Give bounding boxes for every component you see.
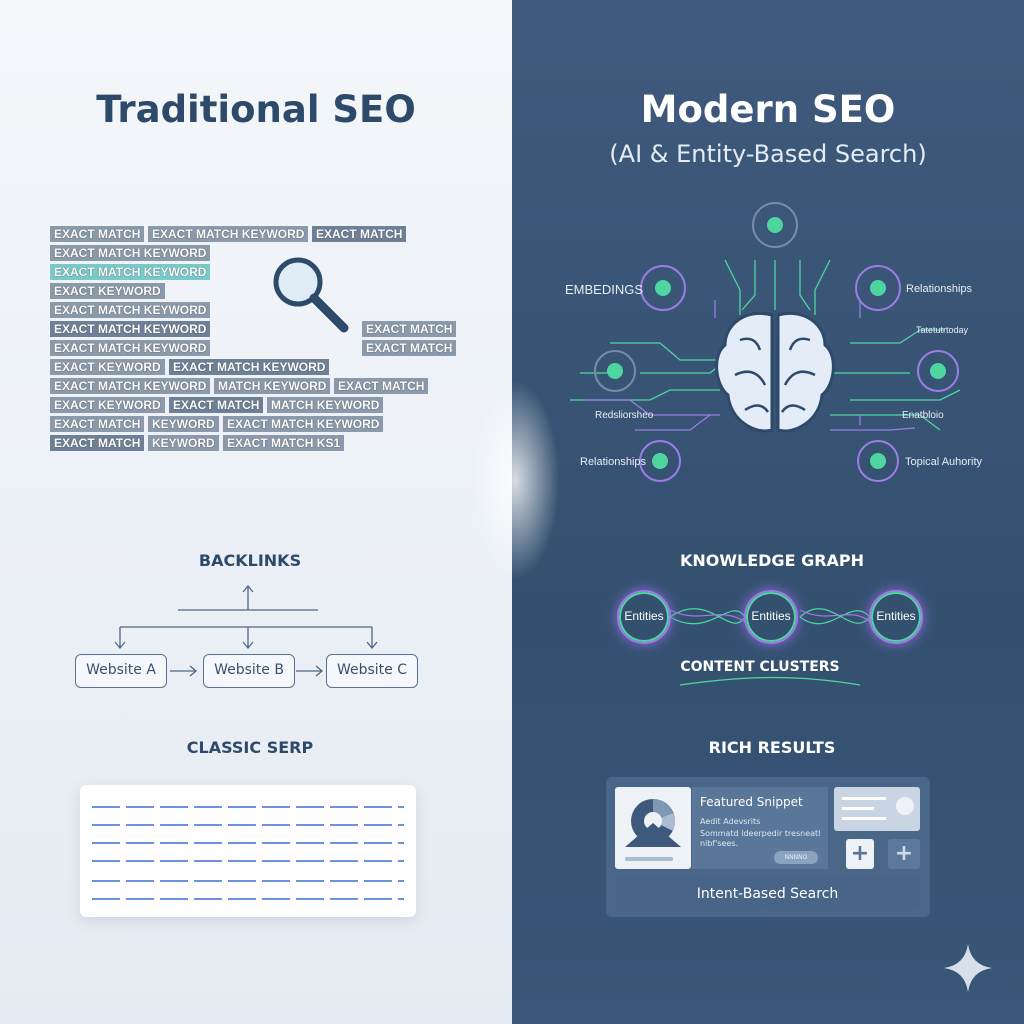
backlinks-title: BACKLINKS — [198, 551, 302, 570]
arrow-a-to-b — [170, 665, 198, 677]
snippet-button[interactable]: NNNNO — [774, 851, 818, 864]
brain-label-embeddings: EMBEDINGS — [565, 282, 644, 297]
keyword-tag: EXACT MATCH — [312, 226, 407, 242]
keyword-tag: EXACT MATCH — [169, 397, 264, 413]
arrow-b-to-c — [296, 665, 324, 677]
chart-thumbnail-icon — [625, 799, 681, 861]
brain-label-5: Enatbloio — [902, 410, 944, 421]
keyword-tag: KEYWORD — [148, 416, 219, 432]
keyword-tag: EXACT KEYWORD — [50, 397, 165, 413]
keyword-tag: EXACT MATCH — [50, 435, 145, 451]
keyword-tag: EXACT MATCH KEYWORD — [50, 264, 211, 280]
modern-seo-subtitle: (AI & Entity-Based Search) — [609, 140, 927, 168]
keyword-tag: EXACT MATCH KEYWORD — [169, 359, 330, 375]
keyword-tag: EXACT KEYWORD — [50, 359, 165, 375]
keyword-tag: EXACT MATCH KEYWORD — [50, 340, 211, 356]
rich-results-card: Featured Snippet Aedit Adevsrits Sommatd… — [606, 777, 930, 917]
divider-glow — [470, 380, 560, 580]
keyword-tag: EXACT MATCH KEYWORD — [50, 378, 211, 394]
serp-result-lines — [92, 806, 404, 900]
keyword-tag: EXACT MATCH — [334, 378, 429, 394]
keyword-tag: EXACT MATCH KEYWORD — [223, 416, 384, 432]
magnifier-icon — [273, 257, 349, 333]
snippet-line-2: Sommatd ldeerpedir tresneatl nibf'sees. — [700, 829, 821, 848]
modern-seo-title: Modern SEO — [640, 88, 896, 131]
entity-node-3: Entities — [869, 590, 923, 644]
keyword-tag: EXACT KEYWORD — [50, 283, 165, 299]
brain-label-4: Redsliorsheo — [595, 410, 654, 421]
keyword-tag: MATCH KEYWORD — [214, 378, 331, 394]
keyword-tag: EXACT MATCH KEYWORD — [50, 302, 211, 318]
keyword-tag: EXACT MATCH KS1 — [223, 435, 345, 451]
featured-snippet-title: Featured Snippet — [700, 795, 803, 809]
add-icon[interactable]: + — [846, 839, 874, 869]
snippet-line-1: Aedit Adevsrits — [700, 817, 761, 826]
rich-results-title: RICH RESULTS — [708, 738, 836, 757]
sparkle-icon — [944, 944, 992, 992]
classic-serp-title: CLASSIC SERP — [186, 738, 314, 757]
brain-icon — [715, 312, 835, 433]
traditional-seo-title: Traditional SEO — [96, 88, 416, 131]
featured-snippet: Featured Snippet Aedit Adevsrits Sommatd… — [692, 787, 828, 869]
network-nodes — [594, 202, 959, 482]
modern-seo-panel — [512, 0, 1024, 1024]
keyword-tag: EXACT MATCH KEYWORD — [50, 321, 211, 337]
keyword-tag: EXACT MATCH — [50, 226, 145, 242]
snippet-thumbnail — [615, 787, 691, 869]
website-c-node: Website C — [326, 654, 418, 688]
content-clusters-label: CONTENT CLUSTERS — [680, 659, 840, 675]
knowledge-graph-title: KNOWLEDGE GRAPH — [679, 551, 865, 570]
keyword-tag: KEYWORD — [148, 435, 219, 451]
brain-label-relationships-bottom: Relationships — [580, 456, 647, 468]
knowledge-graph-links — [669, 608, 871, 686]
website-a-node: Website A — [75, 654, 167, 688]
user-avatar-icon — [896, 797, 914, 815]
classic-serp-box — [80, 785, 416, 917]
brain-label-topical-authority: Topical Auhority — [905, 456, 983, 468]
keyword-tag: EXACT MATCH KEYWORD — [148, 226, 309, 242]
ai-brain-network — [570, 202, 961, 482]
brain-label-relationships-top: Relationships — [906, 283, 973, 295]
keyword-tag: EXACT MATCH — [362, 321, 457, 337]
backlinks-arrows — [114, 584, 378, 650]
keyword-tag: EXACT MATCH KEYWORD — [50, 245, 211, 261]
keyword-tag: EXACT MATCH — [362, 340, 457, 356]
entity-node-1: Entities — [617, 590, 671, 644]
add-icon-secondary[interactable]: + — [888, 839, 920, 869]
intent-based-search: Intent-Based Search — [615, 877, 920, 911]
brain-label-3: Tatetutrtoday — [916, 325, 969, 335]
keyword-tag: MATCH KEYWORD — [267, 397, 384, 413]
keyword-tag: EXACT MATCH — [50, 416, 145, 432]
website-b-node: Website B — [203, 654, 295, 688]
entity-node-2: Entities — [744, 590, 798, 644]
profile-card — [834, 787, 920, 831]
